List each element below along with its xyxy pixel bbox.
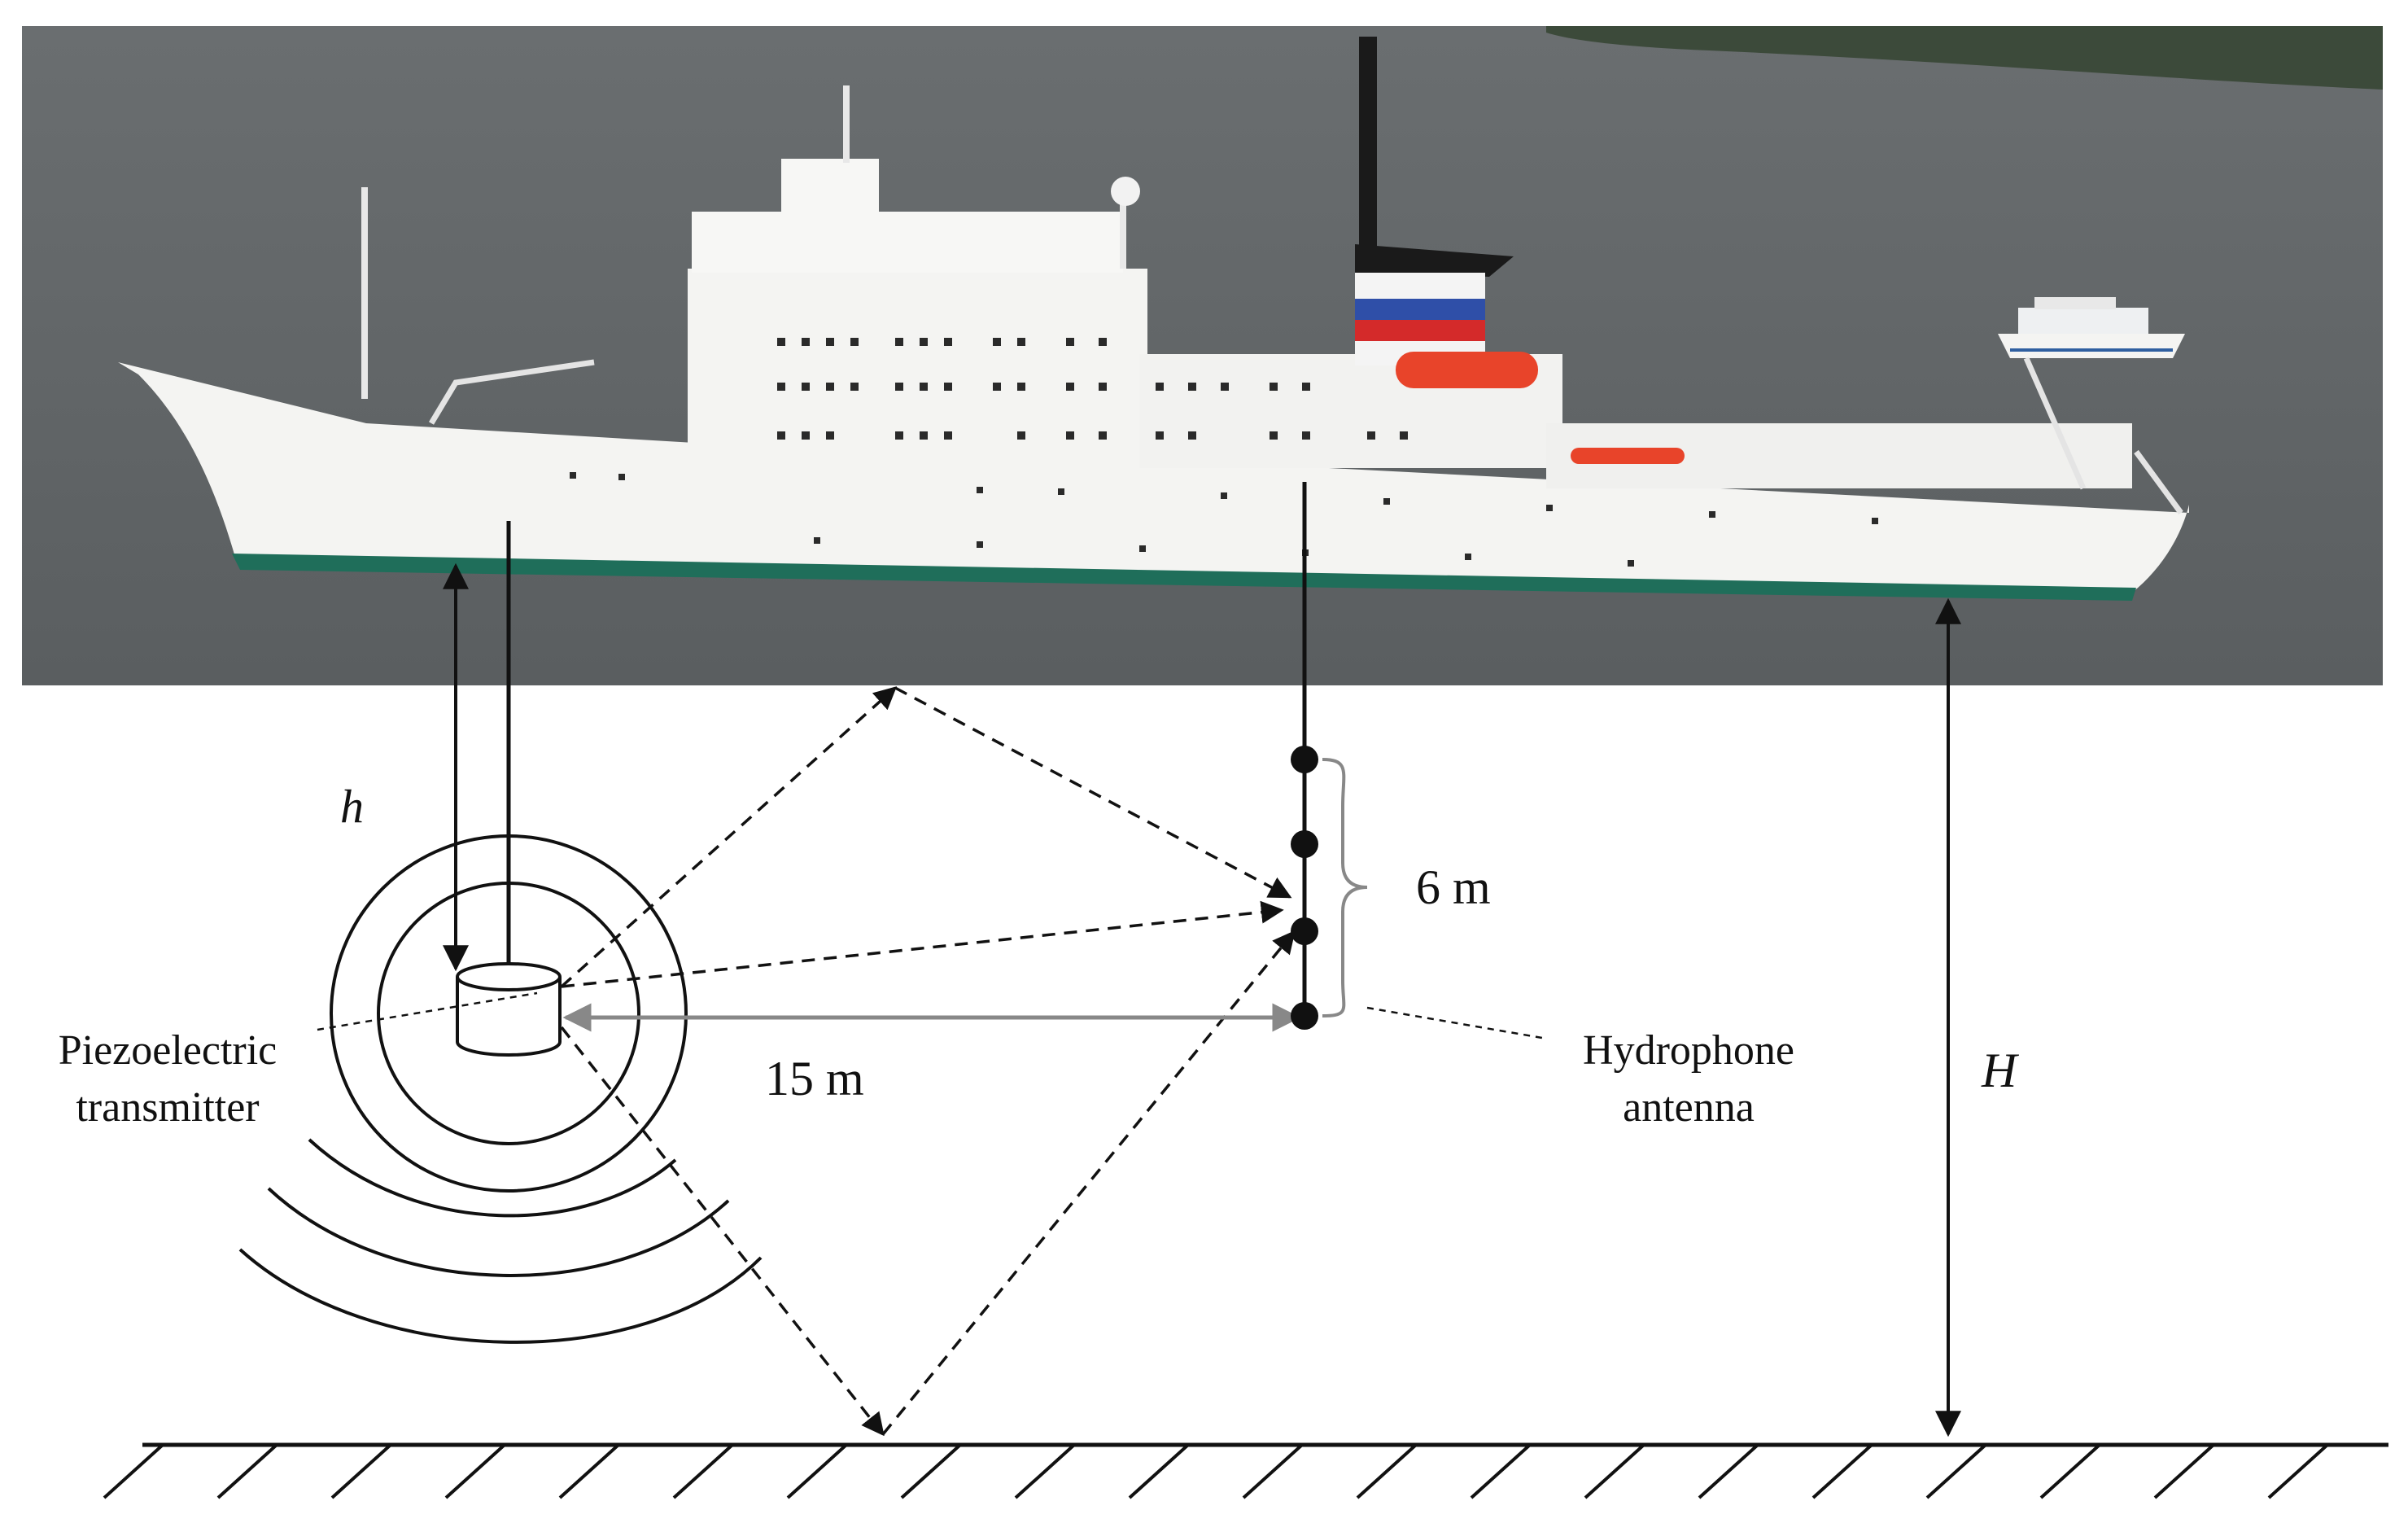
- ship-photo: [22, 26, 2383, 685]
- hydrophone-1: [1291, 746, 1318, 773]
- radar-dome: [1111, 177, 1140, 206]
- label-6m: 6 m: [1416, 860, 1491, 914]
- label-transmitter-line1: Piezoelectric: [59, 1027, 278, 1074]
- label-h: h: [340, 780, 364, 833]
- far-shore: [1546, 26, 2383, 90]
- label-antenna-line2: antenna: [1623, 1084, 1755, 1131]
- bridge: [781, 159, 879, 216]
- transmitter-leader: [317, 991, 538, 1031]
- hydrophone-4: [1291, 1002, 1318, 1030]
- antenna-brace: [1322, 758, 1368, 1018]
- label-15m: 15 m: [765, 1052, 864, 1105]
- funnel-top: [1355, 244, 1514, 277]
- lifeboat-small: [1571, 448, 1685, 464]
- lifeboat: [1396, 352, 1538, 388]
- seabed: [103, 1442, 2388, 1499]
- hydrophone-nodes: [1291, 746, 1318, 1030]
- hydrophone-3: [1291, 917, 1318, 945]
- ship-cranes: [428, 357, 2183, 515]
- hydrophone-2: [1291, 830, 1318, 858]
- antenna-leader: [1366, 1006, 1543, 1039]
- small-boat: [1998, 297, 2185, 358]
- emitted-wave-arcs: [238, 1138, 763, 1344]
- transmitter-icon: [456, 962, 562, 1057]
- hull-waterline: [232, 554, 2136, 601]
- funnel-mast: [1359, 37, 1377, 256]
- label-H: H: [1981, 1044, 2020, 1097]
- label-antenna-line1: Hydrophone: [1583, 1027, 1794, 1074]
- diagram: [103, 482, 2388, 1499]
- ship-hull: [118, 362, 2189, 593]
- funnel-flag: [1355, 273, 1485, 365]
- label-transmitter-line2: transmitter: [76, 1084, 259, 1131]
- propagation-paths: [560, 686, 1296, 1437]
- superstructure-upper: [692, 212, 1123, 273]
- superstructure-main: [688, 269, 1147, 460]
